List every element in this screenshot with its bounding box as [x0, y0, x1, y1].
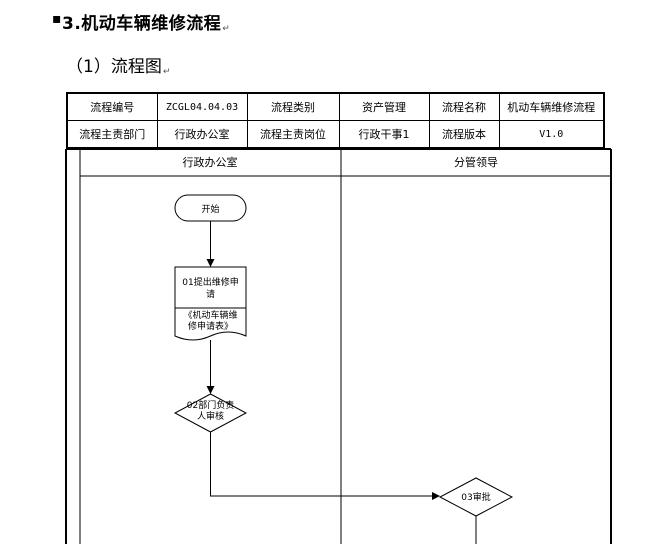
meta-row-2: 流程主责部门 行政办公室 流程主责岗位 行政干事1 流程版本 V1.0	[66, 120, 605, 149]
node-step-01-line1: 01提出维修申	[182, 276, 238, 288]
node-step-03: 03审批	[438, 477, 514, 517]
meta-value-process-name: 机动车辆维修流程	[498, 92, 605, 121]
sub-heading: （1）流程图↵	[66, 52, 170, 77]
paragraph-mark-icon: ↵	[162, 67, 171, 77]
lane-title-admin-office: 行政办公室	[183, 155, 238, 169]
heading-bullet: ▪	[52, 11, 62, 27]
meta-label-process-category: 流程类别	[246, 92, 340, 121]
node-step-02-line2: 人审核	[197, 410, 224, 422]
swimlane-frame	[65, 148, 612, 544]
node-start: 开始	[174, 194, 247, 222]
node-step-01-document: 《机动车辆维 修申请表》	[174, 307, 247, 341]
lane-title-leader: 分管领导	[454, 155, 498, 169]
sub-heading-text: （1）流程图	[66, 57, 162, 77]
meta-label-process-id: 流程编号	[66, 92, 158, 121]
meta-value-version: V1.0	[498, 120, 605, 149]
edge-02-to-03	[210, 432, 440, 500]
section-heading-text: 3.机动车辆维修流程	[62, 14, 222, 34]
meta-value-owner-post: 行政干事1	[338, 120, 430, 149]
node-step-01-doc-line2: 修申请表》	[188, 320, 233, 332]
node-step-01-doc-line1: 《机动车辆维	[183, 309, 237, 321]
node-step-03-label: 03审批	[461, 491, 490, 503]
node-step-02: 02部门负责 人审核	[173, 393, 248, 433]
node-start-label: 开始	[201, 203, 219, 215]
meta-label-version: 流程版本	[428, 120, 500, 149]
node-step-01: 01提出维修申 请	[174, 266, 247, 309]
paragraph-mark-icon: ↵	[222, 24, 231, 34]
meta-label-owner-post: 流程主责岗位	[246, 120, 340, 149]
node-step-01-line2: 请	[206, 288, 215, 300]
section-heading: 3.机动车辆维修流程↵	[62, 9, 230, 34]
node-step-02-line1: 02部门负责	[187, 399, 234, 411]
